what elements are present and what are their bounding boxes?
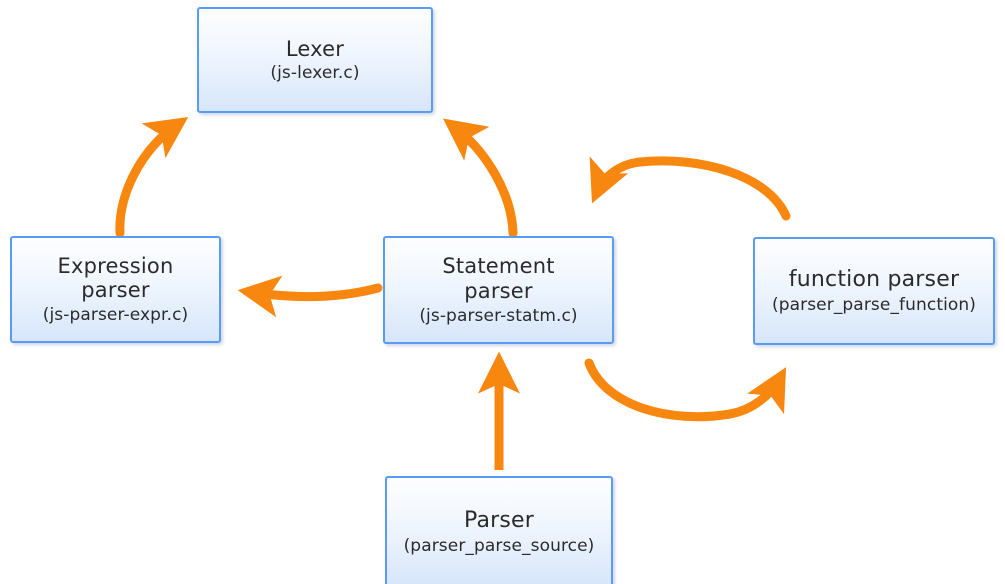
edge-function-parser-to-statement-parser — [589, 156, 791, 221]
node-statement-parser[interactable]: Statement parser (js-parser-statm.c) — [383, 236, 614, 344]
node-lexer-subtitle: (js-lexer.c) — [270, 63, 360, 84]
edge-expression-parser-to-lexer — [115, 116, 189, 238]
edge-statement-parser-to-function-parser — [584, 358, 787, 422]
node-expression-parser-subtitle: (js-parser-expr.c) — [42, 305, 189, 326]
edge-statement-parser-to-expression-parser — [237, 275, 383, 318]
node-function-parser-title: function parser — [788, 267, 960, 292]
node-function-parser-subtitle: (parser_parse_function) — [771, 294, 977, 315]
node-function-parser[interactable]: function parser (parser_parse_function) — [753, 237, 995, 345]
node-lexer-title: Lexer — [285, 36, 345, 61]
node-statement-parser-subtitle: (js-parser-statm.c) — [419, 305, 578, 326]
node-parser[interactable]: Parser (parser_parse_source) — [385, 476, 613, 584]
node-expression-parser-title: Expression parser — [57, 253, 174, 303]
edge-statement-parser-to-lexer — [442, 118, 518, 238]
node-lexer[interactable]: Lexer (js-lexer.c) — [197, 7, 433, 113]
node-parser-title: Parser — [463, 508, 535, 533]
node-expression-parser[interactable]: Expression parser (js-parser-expr.c) — [10, 236, 221, 343]
node-parser-subtitle: (parser_parse_source) — [403, 535, 595, 556]
node-statement-parser-title: Statement parser — [442, 254, 555, 303]
